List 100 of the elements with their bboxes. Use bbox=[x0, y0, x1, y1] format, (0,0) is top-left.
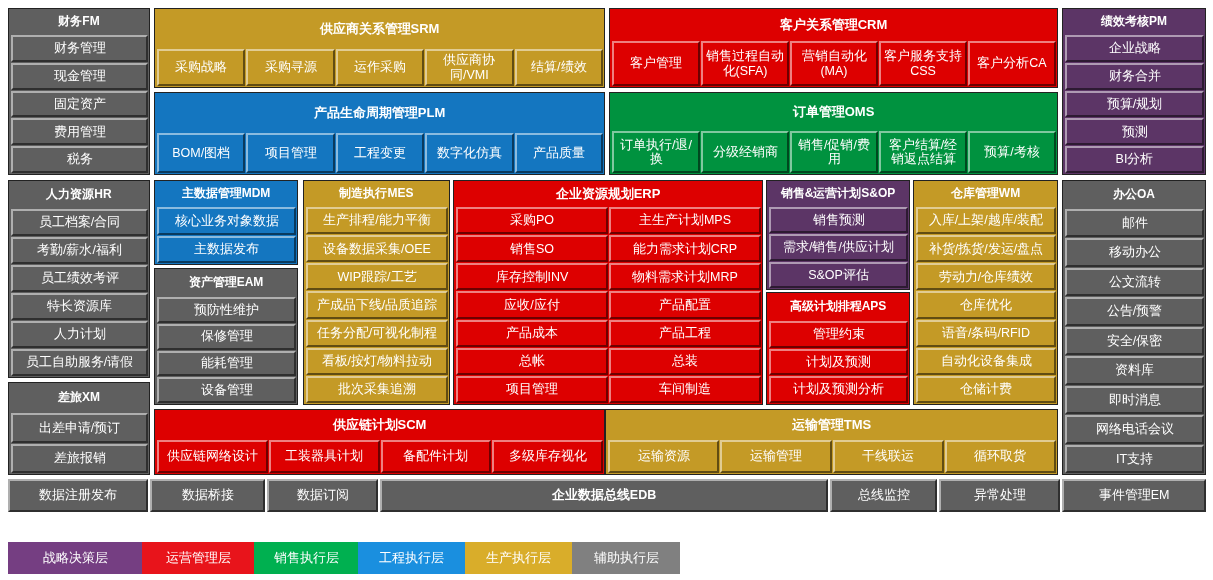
function-box: 保修管理 bbox=[157, 323, 296, 350]
function-box: 物料需求计划MRP bbox=[609, 263, 761, 291]
module-panel bbox=[1062, 180, 1206, 475]
function-box: 员工档案/合同 bbox=[11, 209, 148, 236]
function-box: 采购PO bbox=[456, 207, 608, 235]
function-box: 营销自动化(MA) bbox=[790, 41, 878, 86]
function-box: 干线联运 bbox=[832, 440, 944, 473]
function-box: 公告/预警 bbox=[1065, 297, 1204, 326]
function-box: 考勤/薪水/福利 bbox=[11, 237, 148, 264]
function-box: 计划及预测 bbox=[769, 348, 908, 376]
legend-item: 生产执行层 bbox=[465, 542, 572, 574]
module-title: 订单管理OMS bbox=[791, 102, 876, 121]
module-panel bbox=[609, 8, 1058, 88]
function-box: 仓储计费 bbox=[916, 375, 1056, 403]
function-box: 客户管理 bbox=[612, 41, 700, 86]
function-box: 预防性维护 bbox=[157, 297, 296, 323]
function-box: 财务管理 bbox=[11, 35, 148, 62]
function-box: BOM/图档 bbox=[157, 133, 246, 173]
legend-item: 辅助执行层 bbox=[572, 542, 680, 574]
module-panel bbox=[766, 180, 910, 290]
function-box: 邮件 bbox=[1065, 209, 1204, 238]
function-box: 数据桥接 bbox=[150, 479, 265, 512]
function-box: 销售预测 bbox=[769, 207, 908, 234]
function-box: 补货/拣货/发运/盘点 bbox=[916, 235, 1056, 263]
function-box: 主生产计划MPS bbox=[609, 207, 761, 235]
module-title: 运输管理TMS bbox=[790, 415, 873, 434]
function-box: 生产排程/能力平衡 bbox=[306, 207, 448, 235]
function-box: 循环取货 bbox=[944, 440, 1056, 473]
function-box: 客户结算/经销返点结算 bbox=[879, 131, 967, 173]
function-box: 企业数据总线EDB bbox=[380, 479, 828, 512]
function-box: 工装器具计划 bbox=[268, 440, 380, 473]
module-panel bbox=[8, 8, 150, 175]
function-box: 总装 bbox=[609, 347, 761, 375]
module-title: 高级计划排程APS bbox=[788, 298, 888, 315]
module-panel bbox=[154, 409, 605, 475]
module-title: 人力资源HR bbox=[45, 186, 113, 203]
function-box: 销售过程自动化(SFA) bbox=[701, 41, 789, 86]
function-box: 预算/规划 bbox=[1065, 90, 1204, 118]
function-box: 核心业务对象数据 bbox=[157, 207, 296, 235]
function-box: 销售SO bbox=[456, 235, 608, 263]
function-box: 预算/考核 bbox=[968, 131, 1056, 173]
function-box: 劳动力/仓库绩效 bbox=[916, 263, 1056, 291]
function-box: 网络电话会议 bbox=[1065, 415, 1204, 444]
function-box: 任务分配/可视化制程 bbox=[306, 319, 448, 347]
function-box: 预测 bbox=[1065, 118, 1204, 146]
module-title: 供应链计划SCM bbox=[331, 415, 428, 434]
module-title: 客户关系管理CRM bbox=[778, 15, 889, 34]
function-box: 数字化仿真 bbox=[425, 133, 514, 173]
module-title: 产品生命周期管理PLM bbox=[312, 103, 447, 122]
module-panel bbox=[154, 268, 298, 405]
function-box: 资料库 bbox=[1065, 356, 1204, 385]
function-box: 产成品下线/品质追踪 bbox=[306, 291, 448, 319]
module-panel bbox=[1062, 8, 1206, 175]
module-title: 差旅XM bbox=[57, 389, 101, 406]
function-box: 人力计划 bbox=[11, 321, 148, 348]
function-box: WIP跟踪/工艺 bbox=[306, 263, 448, 291]
function-box: 税务 bbox=[11, 146, 148, 173]
module-title: 财务FM bbox=[57, 13, 101, 30]
module-title: 仓库管理WM bbox=[949, 185, 1022, 202]
module-panel bbox=[609, 92, 1058, 175]
function-box: IT支持 bbox=[1065, 444, 1204, 473]
module-title: 供应商关系管理SRM bbox=[318, 19, 441, 38]
legend-item: 销售执行层 bbox=[254, 542, 358, 574]
function-box: 多级库存视化 bbox=[492, 440, 603, 473]
function-box: 备配件计划 bbox=[380, 440, 492, 473]
function-box: 需求/销售/供应计划 bbox=[769, 234, 908, 261]
function-box: 语音/条码/RFID bbox=[916, 319, 1056, 347]
function-box: 主数据发布 bbox=[157, 235, 296, 263]
module-panel bbox=[154, 180, 298, 265]
function-box: 运输管理 bbox=[720, 440, 832, 473]
function-box: 供应链网络设计 bbox=[157, 440, 268, 473]
function-box: 事件管理EM bbox=[1062, 479, 1206, 512]
module-title: 销售&运营计划S&OP bbox=[779, 185, 897, 202]
function-box: 管理约束 bbox=[769, 321, 908, 348]
function-box: 特长资源库 bbox=[11, 293, 148, 320]
function-box: 公文流转 bbox=[1065, 267, 1204, 297]
function-box: 产品工程 bbox=[609, 319, 761, 347]
function-box: 产品质量 bbox=[514, 133, 603, 173]
function-box: 客户服务支持CSS bbox=[879, 41, 967, 86]
module-title: 企业资源规划ERP bbox=[554, 184, 662, 203]
module-panel bbox=[605, 409, 1058, 475]
function-box: 产品配置 bbox=[609, 291, 761, 319]
legend-item: 战略决策层 bbox=[8, 542, 142, 574]
function-box: 能力需求计划CRP bbox=[609, 235, 761, 263]
function-box: 入库/上架/越库/装配 bbox=[916, 207, 1056, 235]
module-panel bbox=[913, 180, 1058, 405]
function-box: 项目管理 bbox=[246, 133, 335, 173]
module-panel bbox=[154, 8, 605, 88]
module-title: 资产管理EAM bbox=[187, 274, 265, 291]
function-box: 现金管理 bbox=[11, 62, 148, 90]
module-title: 主数据管理MDM bbox=[180, 185, 272, 202]
function-box: 出差申请/预订 bbox=[11, 413, 148, 443]
legend-item: 工程执行层 bbox=[358, 542, 465, 574]
function-box: S&OP评估 bbox=[769, 261, 908, 288]
module-panel bbox=[8, 382, 150, 475]
function-box: 即时消息 bbox=[1065, 385, 1204, 415]
function-box: 企业战略 bbox=[1065, 35, 1204, 62]
function-box: 销售/促销/费用 bbox=[790, 131, 878, 173]
function-box: 员工自助服务/请假 bbox=[11, 349, 148, 376]
function-box: 应收/应付 bbox=[456, 291, 608, 319]
